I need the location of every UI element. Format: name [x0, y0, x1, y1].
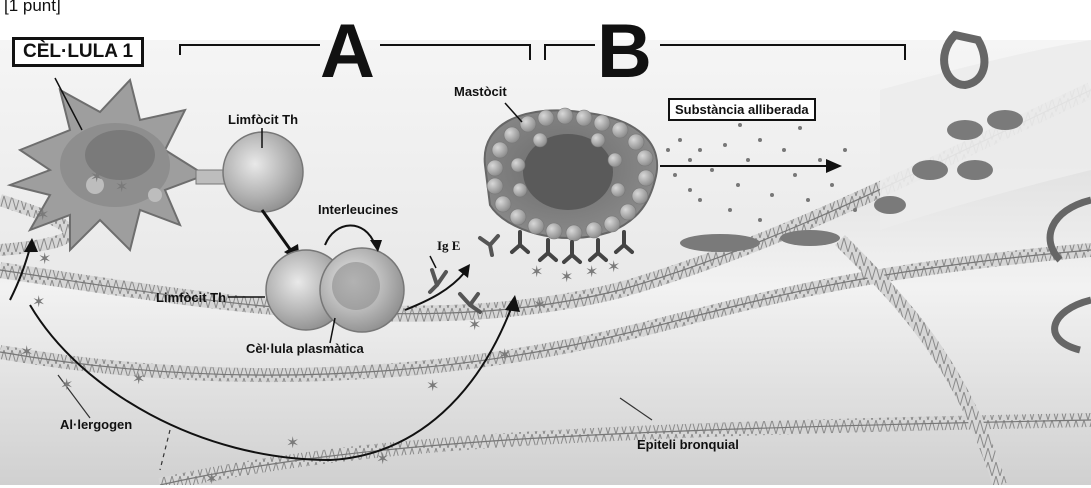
allergen-star-icon: ✶ — [426, 379, 439, 395]
section-b-label: B — [597, 14, 652, 90]
allergogen-label: Al·lergogen — [60, 417, 132, 432]
section-a-label: A — [320, 14, 375, 90]
allergen-star-icon: ✶ — [585, 265, 598, 281]
allergen-star-icon: ✶ — [468, 318, 481, 334]
allergen-star-icon: ✶ — [607, 260, 620, 276]
cellula-plasmatica-label: Cèl·lula plasmàtica — [246, 341, 364, 356]
interleucines-label: Interleucines — [318, 202, 398, 217]
ige-label: Ig E — [437, 238, 460, 254]
allergen-star-icon: ✶ — [36, 208, 49, 224]
allergen-star-icon: ✶ — [132, 372, 145, 388]
allergen-star-icon: ✶ — [38, 252, 51, 268]
allergen-star-icon: ✶ — [20, 345, 33, 361]
allergen-star-icon: ✶ — [205, 472, 218, 488]
allergen-star-icon: ✶ — [90, 170, 103, 186]
allergen-star-icon: ✶ — [60, 378, 73, 394]
epiteli-bronquial-label: Epiteli bronquial — [637, 437, 739, 452]
allergen-star-icon: ✶ — [498, 348, 511, 364]
cell-1-label: CÈL·LULA 1 — [12, 37, 144, 67]
allergen-star-icon: ✶ — [376, 452, 389, 468]
mastocit-label: Mastòcit — [454, 84, 507, 99]
allergen-star-icon: ✶ — [560, 270, 573, 286]
limfocit-th-top-label: Limfòcit Th — [228, 112, 298, 127]
header-text: [1 punt] — [4, 0, 61, 16]
limfocit-th-bottom-label: Limfòcit Th — [156, 290, 226, 305]
allergen-star-icon: ✶ — [530, 265, 543, 281]
allergen-star-icon: ✶ — [32, 295, 45, 311]
allergen-star-icon: ✶ — [533, 298, 546, 314]
substancia-alliberada-label: Substància alliberada — [668, 98, 816, 121]
allergen-star-icon: ✶ — [286, 436, 299, 452]
allergen-star-icon: ✶ — [115, 180, 128, 196]
